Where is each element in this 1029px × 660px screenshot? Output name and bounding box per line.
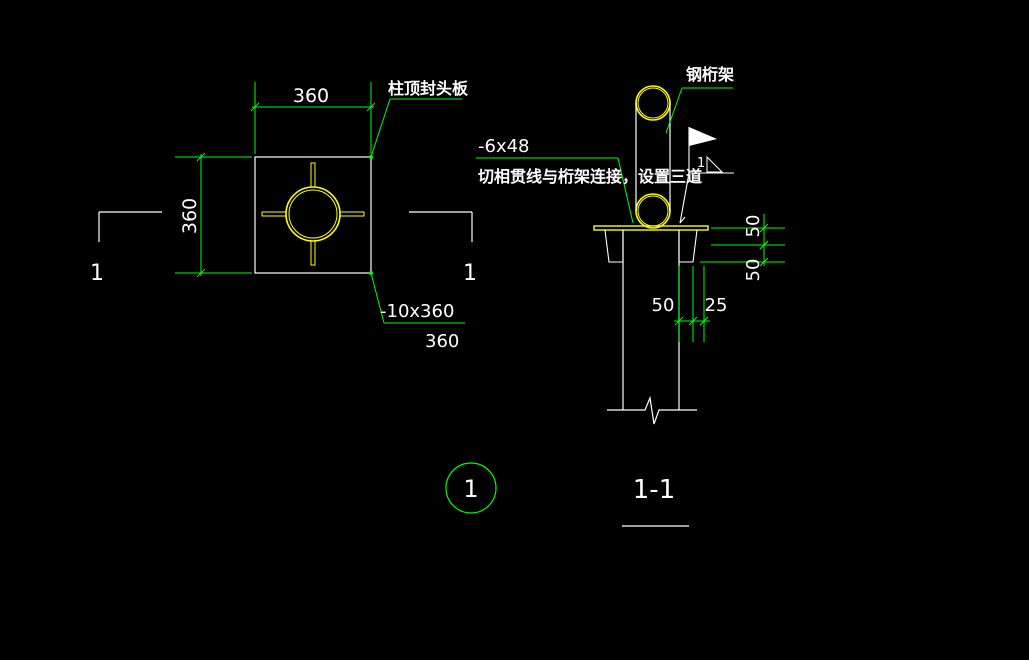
weld-symbol-number: 1 [697, 156, 705, 171]
leader-truss [665, 87, 733, 134]
dim-top [250, 82, 376, 154]
dim-bottom-left: 50 [652, 295, 675, 316]
dim-bottom-right: 25 [705, 295, 728, 316]
leader-rib [476, 157, 634, 224]
truss-top-chord [635, 85, 671, 121]
leader-dot-bottom [369, 271, 373, 275]
rib-bottom [310, 240, 316, 266]
label-plate-spec: -10x360 [380, 301, 454, 322]
column-break-line [607, 395, 697, 425]
rib-left-section [604, 229, 624, 263]
weld-fillet-icon [706, 155, 724, 173]
section-cut-left [98, 211, 162, 242]
truss-bottom-chord-inner [637, 195, 669, 227]
plan-view: 360 360 柱顶封头板 -10x360 360 1 [90, 79, 477, 352]
dim-right-bottom: 50 [743, 259, 764, 282]
dim-right-top: 50 [743, 215, 764, 238]
rib-left [261, 211, 287, 217]
weld-flag-icon [689, 127, 717, 146]
dim-bottom [674, 266, 710, 342]
section-mark-left: 1 [90, 261, 104, 286]
cap-plate-outline [254, 156, 372, 274]
section-mark-right: 1 [463, 261, 477, 286]
dim-top-text: 360 [293, 85, 329, 107]
leader-cap-plate [370, 98, 462, 158]
rib-top [310, 162, 316, 188]
pipe-circle-inner [288, 189, 338, 239]
label-cap-plate: 柱顶封头板 [388, 79, 469, 98]
dim-left-text: 360 [179, 198, 201, 234]
detail-marker-number: 1 [463, 475, 478, 503]
truss-bottom-chord [635, 193, 671, 229]
leader-dot-top [369, 155, 373, 159]
weld-symbol [679, 127, 734, 224]
pipe-circle-outer [285, 186, 341, 242]
detail-marker: 1 [445, 462, 497, 514]
section-title: 1-1 [633, 475, 675, 505]
label-note: 切相贯线与桁架连接，设置三道 [478, 167, 702, 186]
section-cut-right [409, 211, 473, 242]
dim-left [175, 152, 252, 278]
rib-right [339, 211, 365, 217]
section-view: 钢桁架 -6x48 切相贯线与桁架连接，设置三道 1 50 [476, 65, 785, 527]
label-plate-spec-below: 360 [425, 331, 459, 352]
rib-right-section [678, 229, 698, 263]
truss-top-chord-inner [637, 87, 669, 119]
label-rib-spec: -6x48 [478, 136, 530, 157]
dim-right [700, 214, 785, 267]
label-truss: 钢桁架 [686, 65, 734, 84]
detail-marker-circle [445, 462, 497, 514]
section-cap-plate [593, 225, 709, 231]
leader-plate-spec [370, 272, 465, 324]
